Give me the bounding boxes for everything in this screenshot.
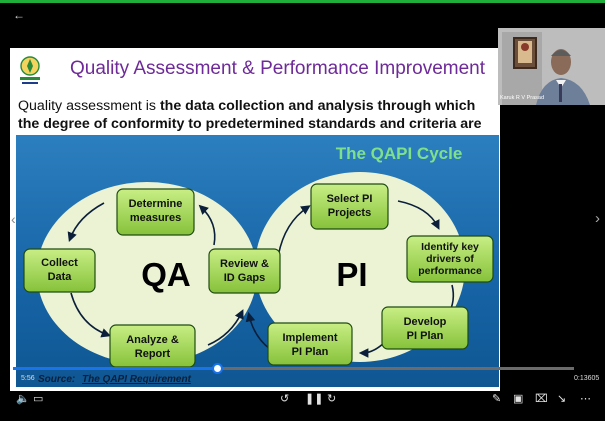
presentation-slide: Quality Assessment & Performance Improve…	[10, 48, 500, 391]
svg-text:Select PI: Select PI	[327, 193, 373, 205]
pi-label: PI	[336, 256, 367, 293]
svg-text:PI Plan: PI Plan	[292, 346, 329, 358]
cycle-arrow	[67, 202, 105, 243]
cycle-arrow	[198, 204, 216, 246]
organization-logo-icon	[20, 56, 40, 84]
webcam-feed-icon	[498, 28, 605, 105]
source-link: The QAPI Requirement	[82, 374, 192, 385]
svg-text:Projects: Projects	[328, 207, 371, 219]
minimize-icon[interactable]: ↘	[557, 393, 567, 405]
seek-progress	[13, 367, 218, 370]
current-time: 5:56	[21, 375, 35, 382]
seek-bar[interactable]	[13, 367, 574, 370]
diagram-title: The QAPI Cycle	[336, 144, 463, 163]
svg-text:ID Gaps: ID Gaps	[224, 272, 266, 284]
picture-in-picture-icon[interactable]: ▣	[513, 393, 524, 405]
forward-icon[interactable]: ↻	[327, 393, 337, 405]
svg-text:measures: measures	[130, 212, 181, 224]
box-collect-data: Collect Data	[23, 248, 96, 293]
svg-text:Data: Data	[48, 271, 73, 283]
svg-text:PI Plan: PI Plan	[407, 330, 444, 342]
caption-icon[interactable]: ▭	[33, 393, 44, 405]
svg-text:Determine: Determine	[129, 198, 183, 210]
previous-slide-icon[interactable]: ‹	[11, 211, 16, 227]
cycle-arrow	[397, 200, 440, 230]
svg-text:performance: performance	[418, 265, 482, 277]
slide-title: Quality Assessment & Performance Improve…	[70, 58, 485, 79]
box-analyze-report: Analyze & Report	[109, 324, 196, 368]
back-arrow-icon[interactable]: ←	[13, 8, 25, 22]
qa-label: QA	[141, 256, 191, 293]
more-icon[interactable]: ⋯	[580, 393, 591, 405]
qapi-cycle-diagram: The QAPI Cycle QA PI Determine measures …	[16, 135, 499, 387]
svg-text:Report: Report	[135, 348, 171, 360]
svg-text:Implement: Implement	[282, 332, 337, 344]
cycle-arrow	[207, 309, 244, 346]
participant-name: Karuk R V Prasad	[500, 95, 545, 101]
box-implement-pi-plan: Implement PI Plan	[267, 322, 353, 366]
pause-icon[interactable]: ❚❚	[305, 393, 324, 405]
box-select-pi-projects: Select PI Projects	[310, 183, 389, 230]
pen-icon[interactable]: ✎	[492, 393, 502, 405]
svg-text:drivers of: drivers of	[426, 253, 474, 265]
top-accent-bar	[0, 0, 605, 3]
cycle-arrow	[245, 311, 271, 350]
svg-text:Review &: Review &	[220, 258, 269, 270]
participant-video	[498, 28, 605, 105]
cast-icon[interactable]: ⌧	[535, 393, 548, 405]
source-prefix: Source:	[38, 374, 75, 385]
box-develop-pi-plan: Develop PI Plan	[381, 306, 469, 350]
seek-handle[interactable]	[212, 363, 223, 374]
box-identify-key-drivers: Identify key drivers of performance	[406, 235, 494, 283]
svg-text:Identify key: Identify key	[421, 241, 479, 253]
svg-text:Analyze &: Analyze &	[126, 334, 179, 346]
description-plain: Quality assessment is	[18, 98, 160, 114]
slide-description: Quality assessment is the data collectio…	[18, 98, 498, 151]
volume-icon[interactable]: 🔈	[16, 393, 30, 405]
svg-text:Develop: Develop	[404, 316, 447, 328]
total-time: 0:13605	[574, 375, 600, 382]
cycle-arrow	[70, 292, 112, 338]
box-determine-measures: Determine measures	[116, 188, 195, 236]
next-slide-icon[interactable]: ›	[595, 210, 600, 227]
svg-text:Collect: Collect	[41, 257, 78, 269]
rewind-icon[interactable]: ↺	[280, 393, 290, 405]
box-review-id-gaps: Review & ID Gaps	[208, 248, 281, 294]
qa-circle	[37, 182, 257, 364]
